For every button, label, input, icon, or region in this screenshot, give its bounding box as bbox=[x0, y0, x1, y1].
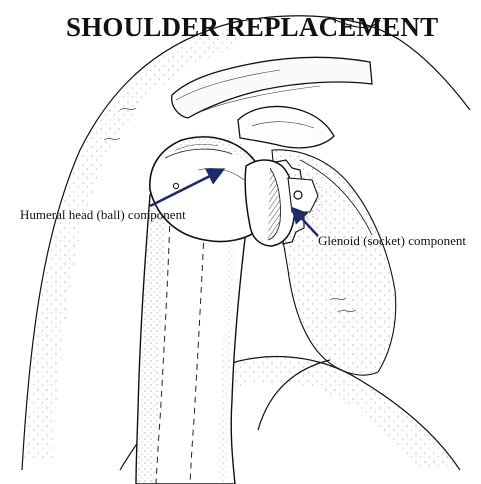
humeral-component-label: Humeral head (ball) component bbox=[20, 207, 186, 223]
glenoid-component-label: Glenoid (socket) component bbox=[318, 233, 466, 249]
diagram-title: SHOULDER REPLACEMENT bbox=[66, 12, 438, 43]
acromion bbox=[238, 107, 334, 148]
